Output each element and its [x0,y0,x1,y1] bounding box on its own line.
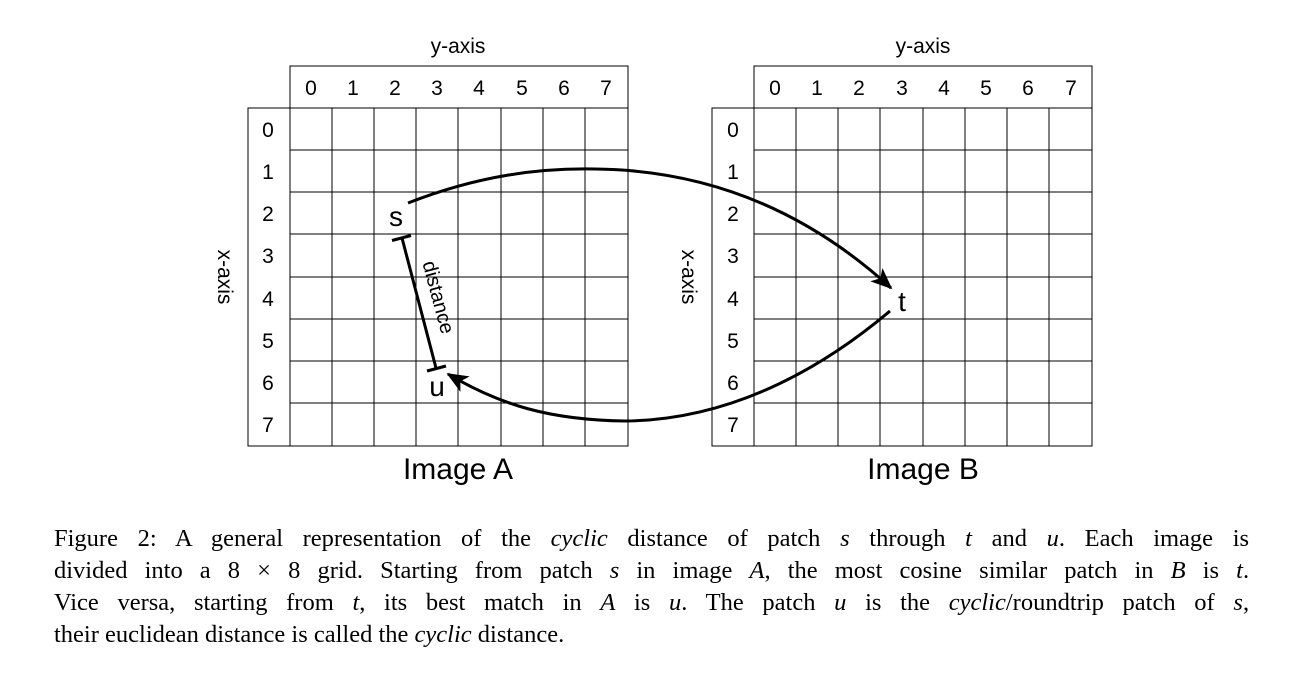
image-b-col-tick-2: 2 [853,77,865,100]
image-a-row-tick-6: 6 [262,372,274,395]
caption-figure-label: Figure 2: [54,525,157,552]
patch-u-label: u [429,371,445,402]
caption-text: is [1202,557,1220,584]
caption-math-t: t [1236,557,1243,584]
caption-emphasis: cyclic [414,621,472,648]
image-a-row-header-box [247,107,291,447]
image-b-row-tick-3: 3 [727,245,739,268]
image-a-col-tick-7: 7 [600,77,612,100]
caption-text: , its best match in [359,589,582,616]
image-a-col-tick-4: 4 [473,77,485,100]
caption-text: divided into a [54,557,211,584]
image-b-row-ticks: 0 1 2 3 4 5 6 7 [727,119,739,437]
image-b-row-tick-4: 4 [727,288,739,311]
caption-text: /roundtrip patch of [1005,589,1215,616]
image-a-row-tick-4: 4 [262,288,274,311]
caption-line-3: Vice versa, starting from t, its best ma… [54,587,1249,619]
image-b-col-tick-6: 6 [1022,77,1034,100]
caption-emphasis: cyclic [550,525,608,552]
caption-line-1: Figure 2: A general representation of th… [54,523,1249,555]
image-b-col-tick-7: 7 [1065,77,1077,100]
caption-math-u: u [834,589,847,616]
caption-math-u: u [669,589,682,616]
image-b-column-ticks: 0 1 2 3 4 5 6 7 [769,77,1077,100]
image-a-grid [289,107,629,447]
caption-text: distance of patch [627,525,821,552]
caption-math-t: t [352,589,360,616]
caption-text: distance. [477,621,565,648]
caption-math-s: s [609,557,620,584]
image-b-col-tick-1: 1 [811,77,823,100]
caption-math-A: A [749,557,765,584]
image-a-panel: y-axis 0 1 2 3 4 5 6 7 0 1 2 3 4 5 6 7 x… [213,35,629,486]
image-a-title: Image A [403,453,513,486]
image-a-row-tick-5: 5 [262,330,274,353]
image-b-row-tick-2: 2 [727,203,739,226]
caption-text: . [1242,557,1250,584]
image-b-y-axis-label: y-axis [896,35,951,58]
image-a-col-tick-1: 1 [347,77,359,100]
caption-math-u: u [1046,525,1059,552]
image-a-row-tick-7: 7 [262,414,274,437]
caption-text: and [991,525,1027,552]
image-b-col-tick-4: 4 [938,77,950,100]
image-b-col-tick-5: 5 [980,77,992,100]
caption-line-2: divided into a 8 × 8 grid. Starting from… [54,555,1249,587]
caption-emphasis: cyclic [948,589,1006,616]
caption-text: through [869,525,946,552]
arrow-s-to-t [407,167,893,290]
image-a-column-ticks: 0 1 2 3 4 5 6 7 [305,77,612,100]
image-b-row-tick-7: 7 [727,414,739,437]
image-a-row-ticks: 0 1 2 3 4 5 6 7 [262,119,274,437]
cyclic-distance-diagram: y-axis 0 1 2 3 4 5 6 7 0 1 2 3 4 5 6 7 x… [213,35,1093,486]
caption-text: in image [636,557,733,584]
caption-math-grid: 8 × 8 [227,557,301,584]
caption-text: is the [865,589,931,616]
caption-text: , [1242,589,1250,616]
caption-text: . The patch [681,589,816,616]
image-a-x-axis-label: x-axis [213,250,236,305]
caption-line-4: their euclidean distance is called the c… [54,619,1249,651]
caption-text: their euclidean distance is called the [54,621,409,648]
image-a-row-tick-0: 0 [262,119,274,142]
caption-math-A: A [600,589,616,616]
image-b-x-axis-label: x-axis [677,250,700,305]
image-b-col-tick-3: 3 [896,77,908,100]
figure-caption: Figure 2: A general representation of th… [54,523,1249,651]
image-a-col-tick-0: 0 [305,77,317,100]
image-a-y-axis-label: y-axis [431,35,486,58]
image-b-row-header-box [711,107,755,447]
caption-text: Vice versa, starting from [54,589,334,616]
caption-math-s: s [840,525,850,552]
image-b-title: Image B [867,453,979,486]
image-b-panel: y-axis 0 1 2 3 4 5 6 7 0 1 2 3 4 5 6 7 x… [677,35,1093,486]
patch-s-label: s [389,201,403,232]
caption-text: grid. Starting from patch [317,557,593,584]
image-a-col-tick-6: 6 [558,77,570,100]
image-b-column-header-box [753,65,1093,109]
arrow-t-to-u [446,309,891,423]
image-b-row-tick-0: 0 [727,119,739,142]
image-b-grid [753,107,1093,447]
image-a-row-tick-2: 2 [262,203,274,226]
patch-t-label: t [898,286,906,317]
caption-text: . Each image is [1058,525,1250,552]
caption-text: is [633,589,651,616]
image-a-col-tick-2: 2 [389,77,401,100]
caption-text: A general representation of the [174,525,532,552]
image-a-col-tick-3: 3 [431,77,443,100]
image-b-row-tick-1: 1 [727,161,739,184]
image-b-row-tick-6: 6 [727,372,739,395]
image-a-row-tick-3: 3 [262,245,274,268]
caption-math-B: B [1170,557,1186,584]
image-b-row-tick-5: 5 [727,330,739,353]
caption-math-t: t [965,525,972,552]
distance-bracket [391,234,447,373]
image-a-row-tick-1: 1 [262,161,274,184]
caption-math-s: s [1233,589,1243,616]
image-a-column-header-box [289,65,629,109]
image-a-col-tick-5: 5 [516,77,528,100]
caption-text: , the most cosine similar patch in [764,557,1154,584]
image-b-col-tick-0: 0 [769,77,781,100]
